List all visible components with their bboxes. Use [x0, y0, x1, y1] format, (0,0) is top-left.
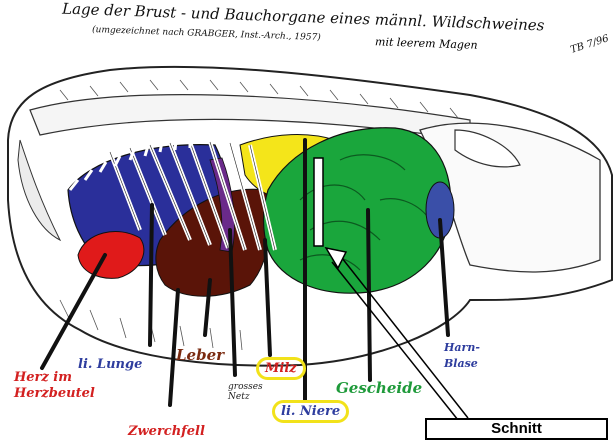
label-leber: Leber — [176, 348, 224, 363]
title-suffix: mit leerem Magen — [375, 36, 478, 51]
schnitt-label-box: Schnitt — [425, 418, 608, 440]
label-harnblase: Harn-Blase — [444, 340, 482, 372]
label-lunge: li. Lunge — [78, 358, 142, 371]
label-grosses-netz: grosses Netz — [228, 382, 264, 402]
cut-bar — [314, 158, 323, 246]
label-niere: li. Niere — [272, 400, 349, 423]
label-herz: Herz im Herzbeutel — [14, 370, 94, 402]
label-gescheide: Gescheide — [336, 381, 422, 396]
label-milz: Milz — [256, 357, 306, 380]
label-zwerchfell: Zwerchfell — [128, 425, 205, 438]
